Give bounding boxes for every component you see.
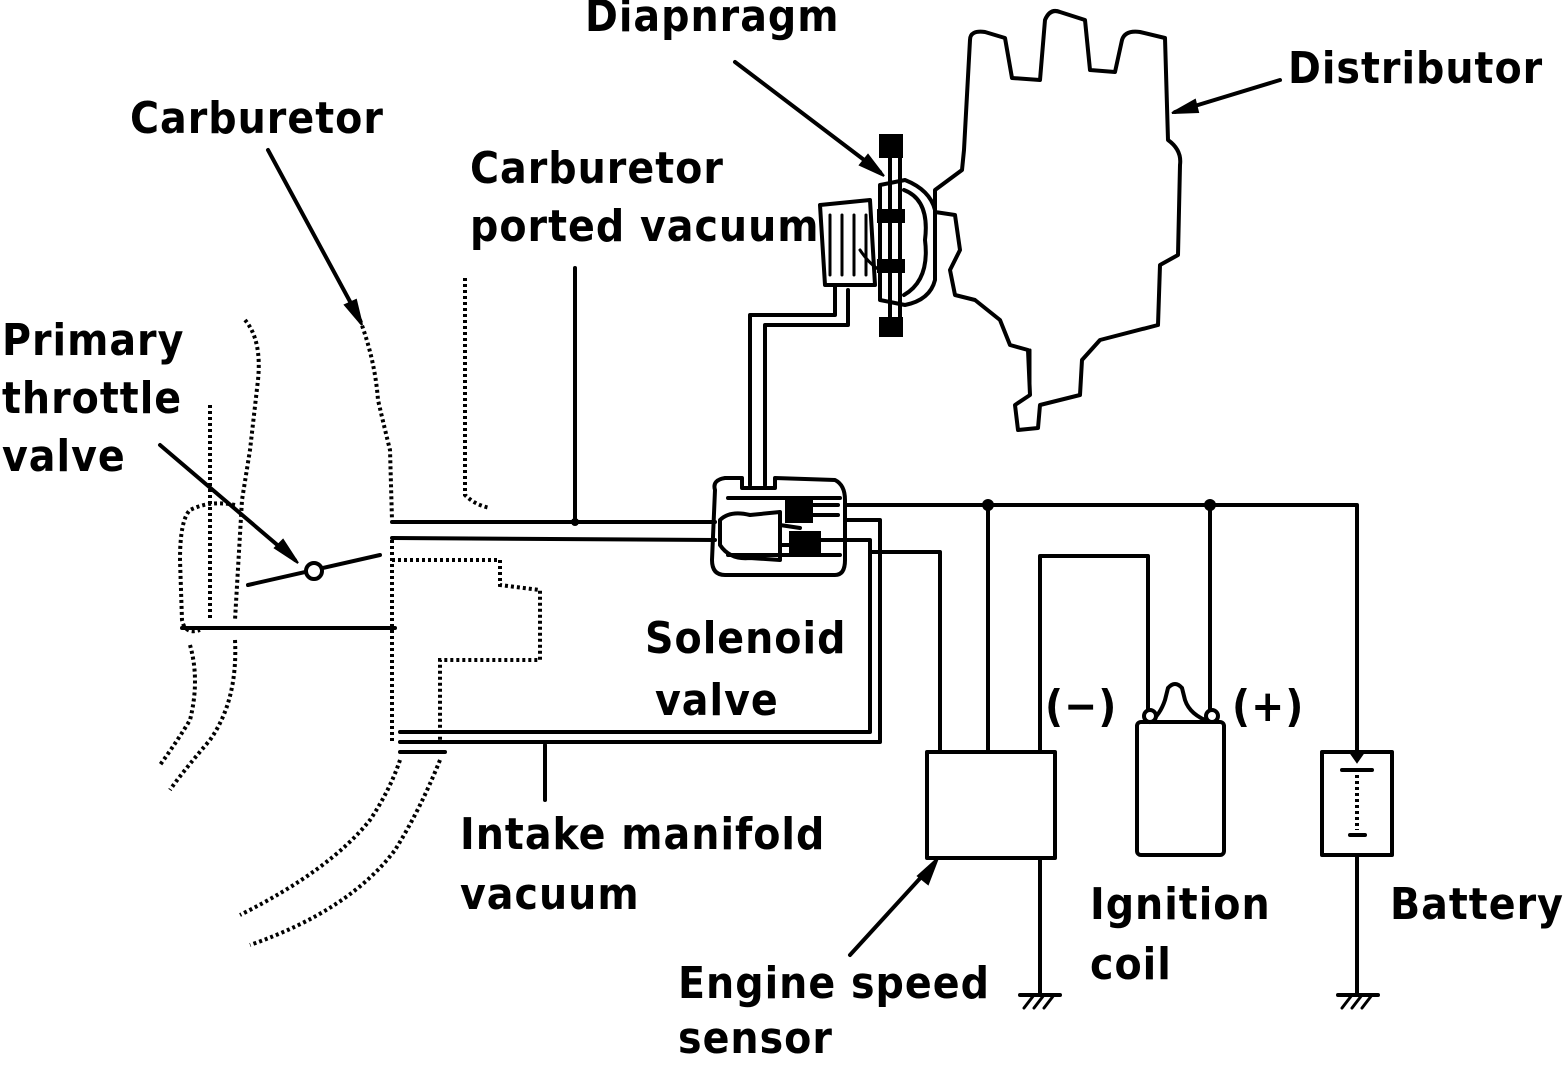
vacuum-hose bbox=[748, 283, 850, 487]
label-coil-minus: (−) bbox=[1045, 681, 1118, 732]
label-solenoid-line2: valve bbox=[655, 675, 779, 726]
label-coil-plus: (+) bbox=[1232, 681, 1305, 732]
ignition-coil bbox=[1135, 682, 1226, 857]
battery bbox=[1320, 750, 1394, 857]
label-intake-line1: Intake manifold bbox=[460, 809, 826, 860]
label-solenoid-line1: Solenoid bbox=[645, 613, 847, 664]
label-distributor: Distributor bbox=[1288, 43, 1544, 94]
diaphragm-unit bbox=[818, 134, 937, 337]
solenoid-valve bbox=[710, 476, 847, 577]
label-diaphragm: Diapnragm bbox=[585, 0, 840, 42]
distributor-body bbox=[933, 9, 1183, 432]
label-primary-line1: Primary bbox=[2, 315, 185, 366]
label-intake-line2: vacuum bbox=[460, 869, 640, 920]
label-primary-line3: valve bbox=[2, 431, 126, 482]
label-engine-speed-line2: sensor bbox=[678, 1013, 833, 1064]
ground-symbol-right bbox=[1336, 993, 1380, 1010]
carburetor-body bbox=[158, 278, 882, 947]
engine-speed-sensor-box bbox=[925, 750, 1057, 860]
label-primary-line2: throttle bbox=[2, 373, 183, 424]
label-carburetor: Carburetor bbox=[130, 93, 384, 144]
label-ignition-line1: Ignition bbox=[1090, 879, 1271, 930]
electrical-wiring bbox=[843, 499, 1359, 997]
ground-symbol-left bbox=[1018, 993, 1062, 1010]
label-engine-speed-line1: Engine speed bbox=[678, 958, 990, 1009]
label-battery: Battery bbox=[1390, 879, 1564, 930]
throttle-valve bbox=[246, 553, 382, 587]
label-carburetor-ported-line2: ported vacuum bbox=[470, 201, 820, 252]
leader-lines bbox=[158, 60, 1282, 957]
label-carburetor-ported-line1: Carburetor bbox=[470, 143, 724, 194]
label-ignition-line2: coil bbox=[1090, 939, 1172, 990]
